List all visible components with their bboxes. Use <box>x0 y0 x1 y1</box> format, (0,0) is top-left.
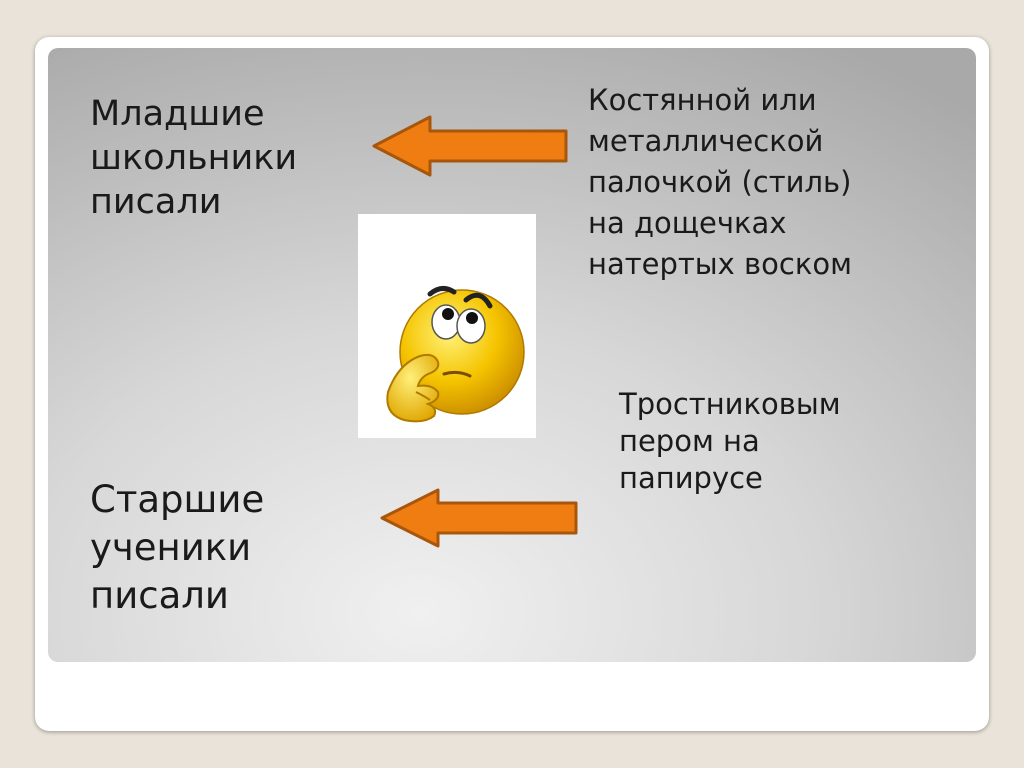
thinking-face-icon <box>386 286 525 423</box>
senior-students-label: Старшие ученики писали <box>90 478 265 617</box>
emoji-card <box>358 214 536 438</box>
left-arrow-icon <box>380 488 578 548</box>
junior-students-label: Младшие школьники писали <box>90 94 298 222</box>
stylus-description: Костянной или металлической палочкой (ст… <box>588 83 852 281</box>
reed-pen-description: Тростниковым пером на папирусе <box>619 387 841 495</box>
left-arrow-icon <box>372 115 568 177</box>
